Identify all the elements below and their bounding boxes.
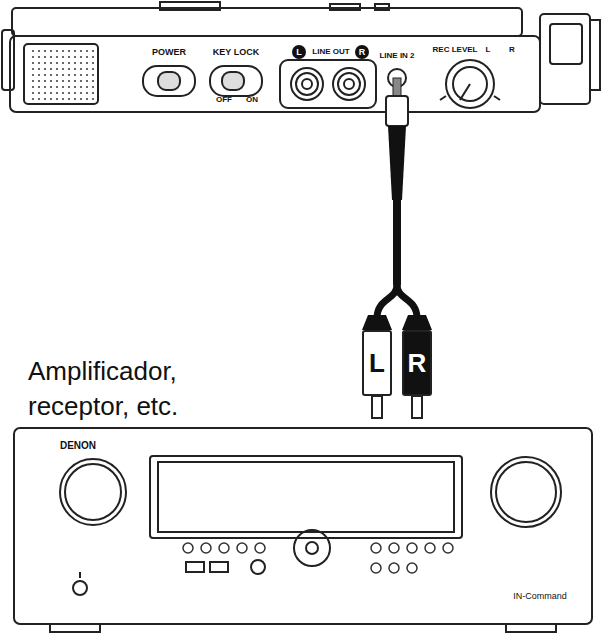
channel-marker: L xyxy=(486,46,491,54)
panel-label: POWER xyxy=(152,48,186,57)
panel-label: LINE IN 2 xyxy=(379,52,414,60)
channel-marker: R xyxy=(509,46,515,54)
panel-label: KEY LOCK xyxy=(213,48,259,57)
channel-marker: R xyxy=(359,48,366,57)
feature-label: IN-Command xyxy=(513,592,567,601)
switch-position: ON xyxy=(246,96,258,104)
channel-letter: R xyxy=(408,350,427,376)
channel-letter: L xyxy=(369,350,385,376)
switch-position: OFF xyxy=(216,96,232,104)
device-caption: Amplificador, receptor, etc. xyxy=(28,354,228,424)
panel-label: REC LEVEL xyxy=(433,46,478,54)
rca-plug: L xyxy=(362,330,392,396)
channel-marker: L xyxy=(296,48,302,57)
brand-name: DENON xyxy=(60,441,96,451)
panel-label: LINE OUT xyxy=(312,48,349,56)
rca-plug: R xyxy=(402,330,432,396)
